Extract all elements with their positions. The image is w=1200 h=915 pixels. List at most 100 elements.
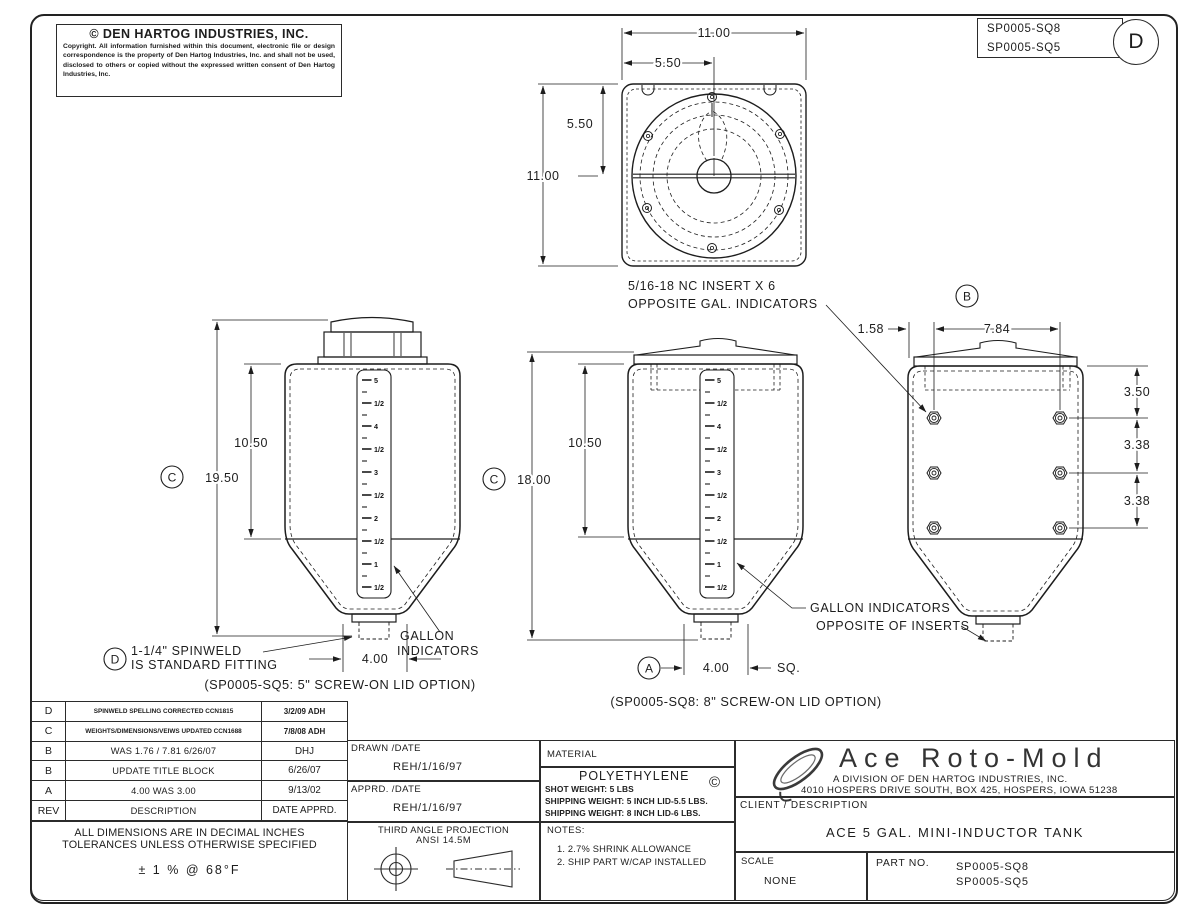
material-cell: POLYETHYLENE © SHOT WEIGHT: 5 LBS SHIPPI… (540, 767, 735, 822)
client-label: CLIENT / DESCRIPTION (740, 800, 869, 811)
dim-top-center-x: 5.50 (655, 56, 681, 70)
ref-b-rear: B (963, 290, 971, 304)
material-value: POLYETHYLENE (579, 769, 690, 783)
scale-cell: SCALE NONE (735, 852, 867, 901)
material-label: MATERIAL (547, 749, 598, 760)
drawing-text: 11.00 5.50 5.50 11.00 5/16-18 NC INSERT … (111, 24, 1152, 709)
apprd-date-cell: APPRD. /DATE REH/1/16/97 (347, 781, 540, 822)
svg-text:1/2: 1/2 (374, 491, 384, 500)
tolerance-block: ALL DIMENSIONS ARE IN DECIMAL INCHES TOL… (31, 821, 348, 901)
part-no-cell: PART NO. SP0005-SQ8 SP0005-SQ5 (867, 852, 1175, 901)
company-cell: Ace Roto-Mold A DIVISION OF DEN HARTOG I… (735, 740, 1175, 797)
svg-text:3: 3 (374, 468, 378, 477)
sheet-border (30, 14, 1178, 904)
projection-line1: THIRD ANGLE PROJECTION (377, 825, 510, 835)
svg-text:1: 1 (717, 560, 721, 569)
part-no-label: PART NO. (876, 857, 930, 869)
sq5-dim-overall: 19.50 (205, 471, 239, 485)
shot-weight: SHOT WEIGHT: 5 LBS (545, 784, 634, 794)
sq5-dimensions (212, 319, 441, 672)
rev-header: REV (32, 801, 66, 820)
hidden-lid-neck (650, 364, 781, 391)
copyright-title: © DEN HARTOG INDUSTRIES, INC. (89, 27, 309, 41)
copyright-box: © DEN HARTOG INDUSTRIES, INC. Copyright.… (56, 24, 342, 97)
lid-cap-8in (635, 337, 796, 356)
note-2: 2. SHIP PART W/CAP INSTALLED (557, 857, 707, 867)
gallon-label-line2: INDICATORS (397, 644, 479, 658)
dim-top-height: 11.00 (527, 169, 560, 183)
sq8-dim-outlet: 4.00 (703, 661, 729, 675)
rev-cell: B (32, 761, 66, 782)
notes-cell: NOTES: 1. 2.7% SHRINK ALLOWANCE 2. SHIP … (540, 822, 735, 901)
ace-logo-swoosh (772, 747, 824, 802)
rear-dim-edge: 1.58 (858, 322, 884, 336)
drawing-description: ACE 5 GAL. MINI-INDUCTOR TANK (825, 825, 1085, 840)
rear-dim-row1: 3.50 (1124, 385, 1150, 399)
company-address: 4010 HOSPERS DRIVE SOUTH, BOX 425, HOSPE… (801, 785, 1118, 796)
drawn-date-cell: DRAWN /DATE REH/1/16/97 (347, 740, 540, 781)
sq5-dim-outlet: 4.00 (362, 652, 388, 666)
revision-letter-badge: D (1113, 19, 1159, 65)
svg-text:2: 2 (717, 514, 721, 523)
rev-cell: D (32, 702, 66, 722)
tolerance-line1: ALL DIMENSIONS ARE IN DECIMAL INCHES (74, 827, 305, 839)
sq8-caption: (SP0005-SQ8: 8" SCREW-ON LID OPTION) (610, 694, 881, 709)
rear-dim-row3: 3.38 (1124, 494, 1150, 508)
rear-view (825, 284, 1148, 642)
svg-text:1/2: 1/2 (374, 537, 384, 546)
front-view-sq8: 5 1/2 4 1/2 3 1/2 2 1/2 1 1/2 (482, 337, 987, 680)
tolerance-line2: TOLERANCES UNLESS OTHERWISE SPECIFIED (62, 839, 317, 851)
svg-text:1/2: 1/2 (717, 537, 727, 546)
company-name: Ace Roto-Mold (839, 743, 1109, 773)
ref-c-sq8: C (490, 473, 499, 487)
svg-text:1/2: 1/2 (717, 491, 727, 500)
company-division: A DIVISION OF DEN HARTOG INDUSTRIES, INC… (833, 774, 1068, 785)
rev-desc: UPDATE TITLE BLOCK (66, 761, 262, 782)
part-no-value-1: SP0005-SQ8 (956, 861, 1029, 873)
gallon-opposite-line1: GALLON INDICATORS (810, 601, 950, 615)
rev-date: 9/13/02 (262, 781, 347, 802)
rev-desc: WEIGHTS/DIMENSIONS/VEIWS UPDATED CCN1688 (66, 721, 262, 742)
third-angle-projection-icon (373, 847, 520, 891)
rev-cell: B (32, 741, 66, 762)
svg-text:1/2: 1/2 (717, 445, 727, 454)
front-view-sq5: 51/2 41/2 31/2 21/2 11/2 (103, 316, 461, 672)
svg-text:1/2: 1/2 (374, 399, 384, 408)
part-no-value-2: SP0005-SQ5 (956, 876, 1029, 888)
apprd-label: APPRD. /DATE (351, 784, 422, 795)
svg-text:4: 4 (374, 422, 378, 431)
rev-desc: SPINWELD SPELLING CORRECTED CCN1815 (66, 702, 262, 722)
shipping-weight-5: SHIPPING WEIGHT: 5 INCH LID-5.5 LBS. (545, 796, 708, 806)
drawn-label: DRAWN /DATE (351, 743, 421, 754)
drawn-value: REH/1/16/97 (393, 761, 463, 773)
svg-text:1: 1 (374, 560, 378, 569)
scale-label: SCALE (741, 856, 775, 867)
apprd-value: REH/1/16/97 (393, 802, 463, 814)
ref-d-spinweld: D (111, 653, 120, 667)
svg-text:5: 5 (717, 376, 721, 385)
sq5-dim-body: 10.50 (234, 436, 268, 450)
spinweld-note-line1: 1-1/4" SPINWELD (131, 644, 242, 658)
ref-a-outlet: A (645, 662, 653, 676)
dim-top-width: 11.00 (698, 26, 731, 40)
scale-value: NONE (764, 875, 797, 887)
rev-header-desc: DESCRIPTION (66, 801, 262, 820)
copyright-mark-icon: © (708, 774, 720, 791)
svg-text:1/2: 1/2 (717, 399, 727, 408)
sq8-dim-body: 10.50 (568, 436, 602, 450)
sq8-dim-overall: 18.00 (517, 473, 551, 487)
insert-note-line2: OPPOSITE GAL. INDICATORS (628, 297, 818, 311)
projection-cell: THIRD ANGLE PROJECTION ANSI 14.5M (347, 822, 540, 901)
svg-text:1/2: 1/2 (374, 583, 384, 592)
dim-top-center-y: 5.50 (567, 117, 593, 131)
svg-text:4: 4 (717, 422, 721, 431)
lid-cap-5in (330, 316, 414, 333)
gallon-label-line1: GALLON (400, 629, 454, 643)
plan-insert-holes (642, 92, 785, 253)
projection-line2: ANSI 14.5M (415, 835, 472, 845)
revision-table: D SPINWELD SPELLING CORRECTED CCN1815 3/… (31, 701, 348, 821)
svg-text:3: 3 (717, 468, 721, 477)
rev-cell: C (32, 721, 66, 742)
svg-text:1/2: 1/2 (717, 583, 727, 592)
